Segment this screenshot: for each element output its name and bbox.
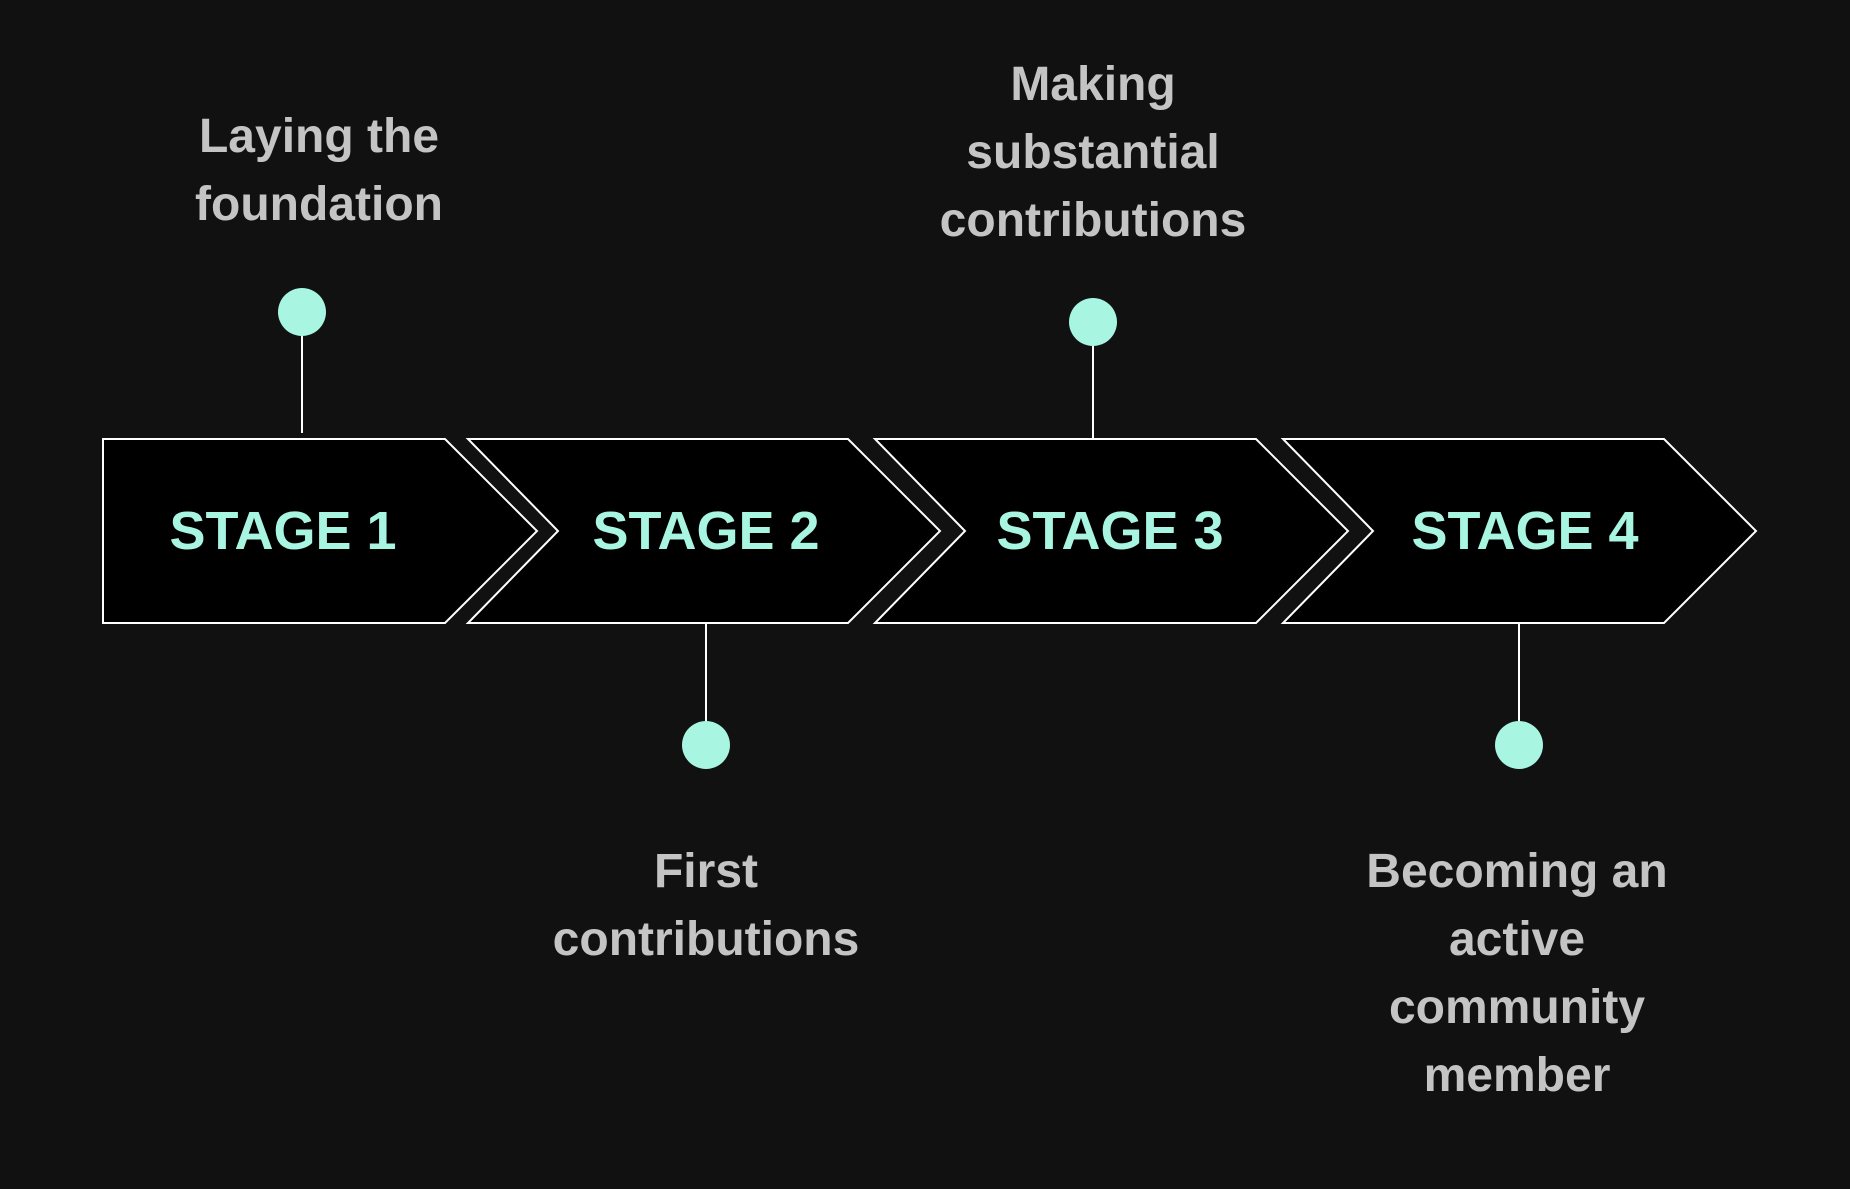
stage-4-milestone-label: Becoming an active community member [1366,845,1667,1102]
milestone-label-line: foundation [195,178,443,231]
milestone-label-line: Making [1010,58,1175,111]
stage-2-milestone-label: First contributions [553,845,860,966]
stage-shapes [102,438,1758,624]
stage-3-milestone-label: Making substantial contributions [940,58,1247,247]
milestone-label-line: active [1449,913,1585,966]
stage-4-milestone-dot [1495,721,1543,769]
milestone-label-line: community [1389,981,1645,1034]
stage-4-label: STAGE 4 [1411,501,1638,561]
milestone-label-line: member [1424,1049,1611,1102]
stage-1-label: STAGE 1 [169,501,396,561]
milestone-label-line: Laying the [199,110,439,163]
stage-1-milestone-dot [278,288,326,336]
stage-2-arrow [465,438,942,624]
stage-1-arrow [102,438,539,624]
stage-2-milestone-dot [682,721,730,769]
milestone-connectors [278,288,1543,769]
stage-3-milestone-dot [1069,298,1117,346]
milestone-label-line: substantial [966,126,1219,179]
milestone-label-line: Becoming an [1366,845,1667,898]
stage-4-arrow [1280,438,1758,624]
stage-3-arrow [872,438,1350,624]
stage-1-milestone-label: Laying the foundation [195,110,443,231]
milestone-label-line: contributions [553,913,860,966]
milestone-label-line: First [654,845,758,898]
stage-3-label: STAGE 3 [996,501,1223,561]
milestone-label-line: contributions [940,194,1247,247]
stage-2-label: STAGE 2 [592,501,819,561]
